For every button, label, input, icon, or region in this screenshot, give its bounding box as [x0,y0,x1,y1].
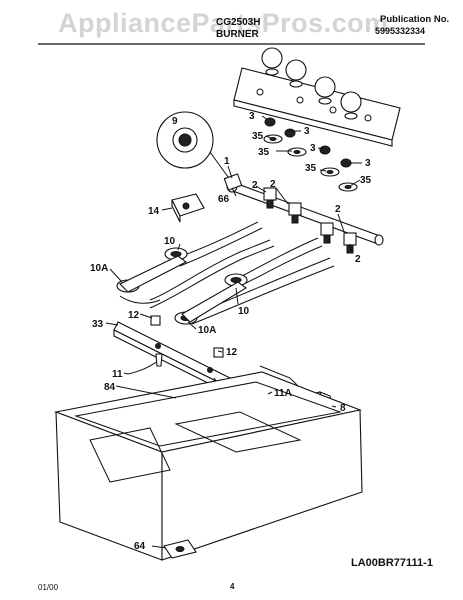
callout-12: 12 [226,347,238,358]
callout-3: 3 [304,126,310,137]
revision-date: 01/00 [38,583,59,592]
callout-1: 1 [224,156,230,167]
callout-14: 14 [148,206,160,217]
callout-3: 3 [365,158,371,169]
spark-module [171,193,205,223]
callout-12: 12 [128,310,140,321]
model-number: CG2503H [216,17,261,28]
callout-9: 9 [172,116,178,127]
callout-10: 10 [238,306,250,317]
callout-33: 33 [92,319,104,330]
callout-66: 66 [218,194,230,205]
burner-bars [119,255,247,323]
callout-35: 35 [252,131,264,142]
callout-84: 84 [104,382,116,393]
callout-35: 35 [258,147,270,158]
callout-2: 2 [270,179,276,190]
callout-2: 2 [355,254,361,265]
callout-2: 2 [252,180,258,191]
gas-manifold [226,179,384,246]
callout-leaders [105,115,362,549]
callout-35: 35 [305,163,317,174]
callout-11A: 11A [274,388,292,399]
callout-35: 35 [360,175,372,186]
burner-tubes-right [189,237,335,325]
burner-clips [150,315,224,358]
publication-number: 5995332334 [375,26,426,36]
page-number: 4 [230,582,235,591]
callout-10: 10 [164,236,176,247]
detail-9-circle [156,111,237,189]
section-title: BURNER [216,29,259,40]
callout-64: 64 [134,541,146,552]
callout-3: 3 [310,143,316,154]
grommet [163,539,197,559]
burner-valves [263,187,357,254]
callout-10A: 10A [90,263,108,274]
callout-10A: 10A [198,325,216,336]
cooktop-main-top [53,371,363,561]
watermark: AppliancePartsPros.com [58,8,389,38]
callout-8: 8 [340,403,346,414]
diagram-code: LA00BR77111-1 [351,557,433,569]
burner-knobs [261,47,362,120]
callout-11: 11 [112,369,123,380]
callout-labels: 3 3 3 3 35 35 35 35 9 1 2 2 2 2 66 14 10… [90,111,372,552]
callout-2: 2 [335,204,341,215]
burner-tubes-left [149,221,275,309]
callout-3: 3 [249,111,255,122]
publication-label: Publication No. [380,14,450,25]
